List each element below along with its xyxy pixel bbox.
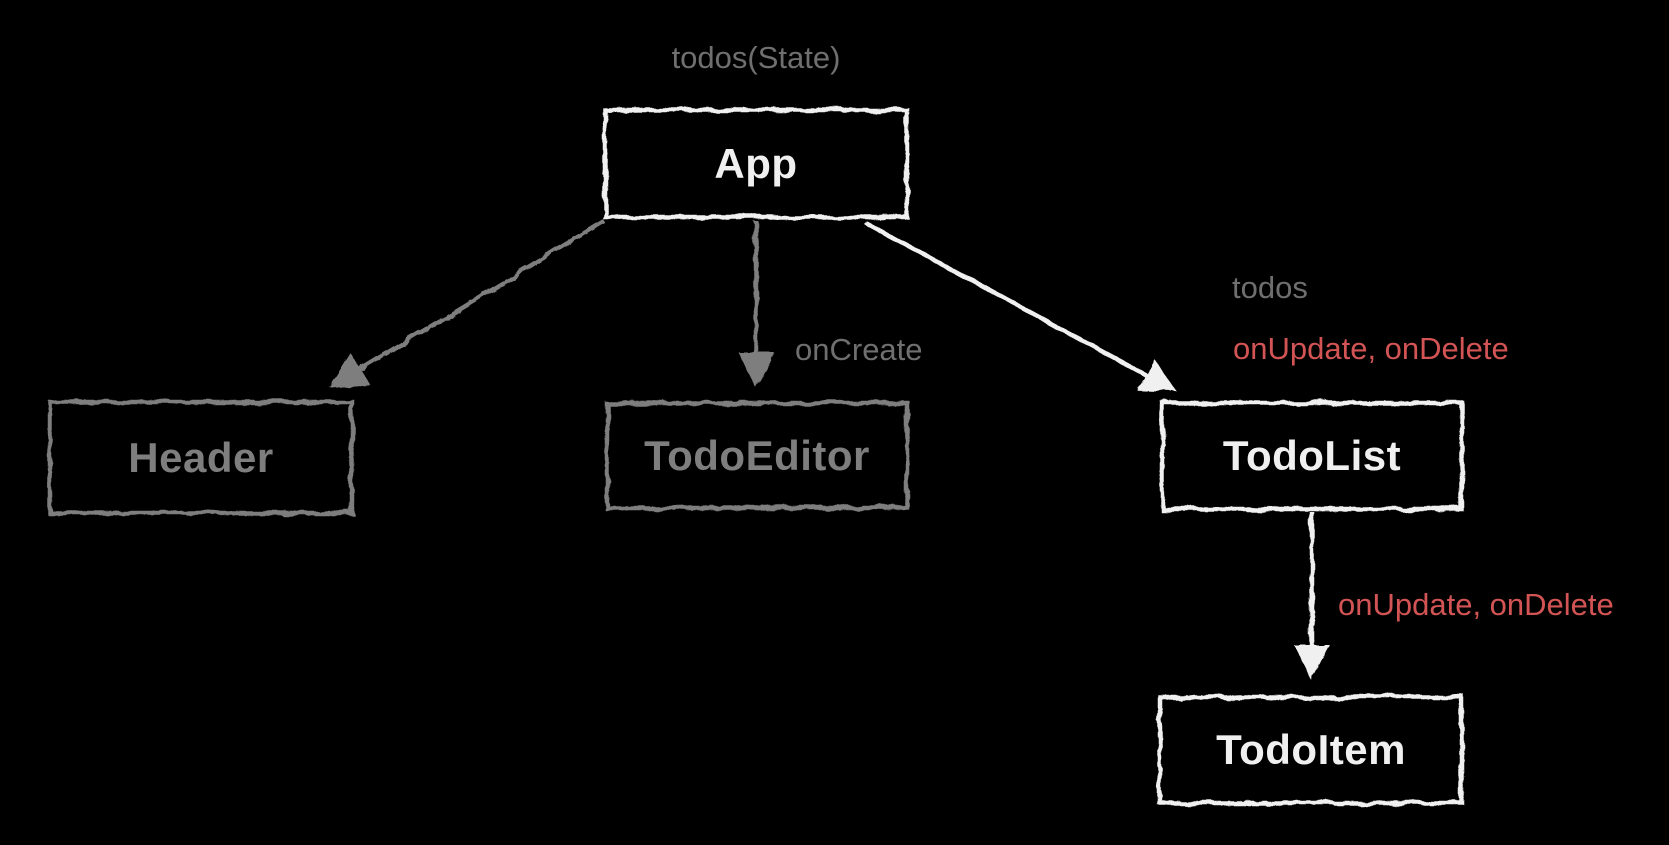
arrow-app-to-todo-list <box>864 221 1178 393</box>
arrow-app-to-header <box>329 219 606 388</box>
node-box-todo-item <box>1157 694 1465 806</box>
node-box-todo-list <box>1159 400 1465 512</box>
node-box-todo-editor <box>604 400 910 511</box>
node-box-app <box>602 107 910 220</box>
node-box-header <box>47 399 355 516</box>
